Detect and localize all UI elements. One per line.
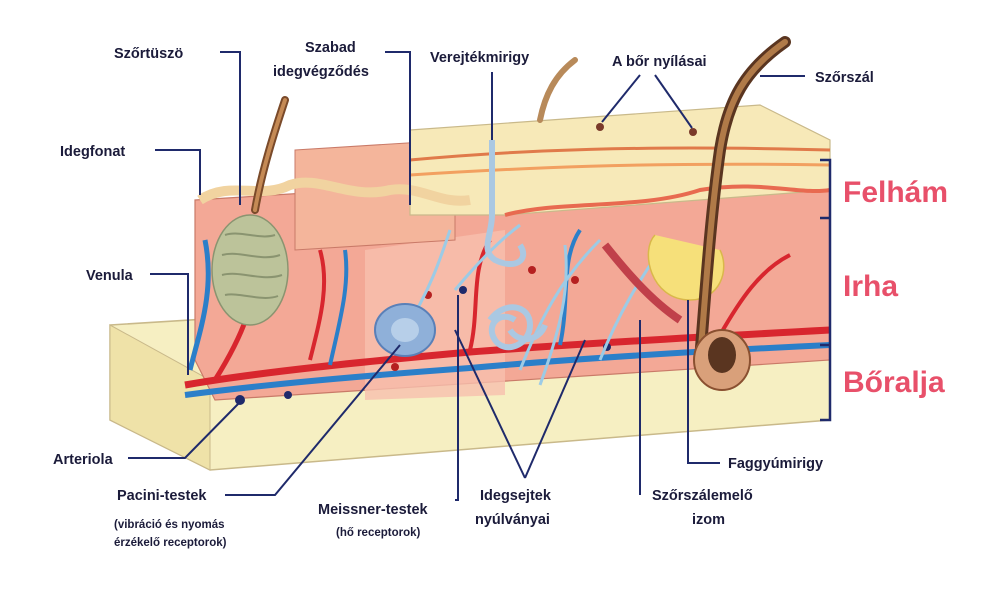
label-free-nerve-endings-2: idegvégződés: [273, 64, 369, 80]
label-pacini: Pacini-testek: [117, 488, 207, 504]
label-nerve-plexus: Idegfonat: [60, 144, 125, 160]
label-meissner-desc: (hő receptorok): [336, 527, 421, 539]
label-arrector-2: izom: [692, 512, 725, 528]
label-arrector-1: Szőrszálemelő: [652, 488, 753, 504]
layer-hypodermis: Bőralja: [843, 366, 945, 399]
label-neuron-processes-2: nyúlványai: [475, 512, 550, 528]
label-pacini-desc-1: (vibráció és nyomás: [114, 519, 225, 531]
layer-epidermis: Felhám: [843, 176, 948, 209]
label-meissner: Meissner-testek: [318, 502, 429, 518]
label-hair-follicle: Szőrtüszö: [114, 46, 183, 62]
pacini-corpuscle: [375, 304, 435, 356]
label-skin-pores: A bőr nyílásai: [612, 54, 707, 70]
layer-dermis: Irha: [843, 270, 898, 303]
label-sebaceous: Faggyúmirigy: [728, 456, 823, 472]
pore-1: [596, 123, 604, 131]
label-neuron-processes-1: Idegsejtek: [480, 488, 552, 504]
pore-2: [689, 128, 697, 136]
label-hair: Szőrszál: [815, 70, 874, 86]
label-free-nerve-endings-1: Szabad: [305, 40, 356, 56]
label-pacini-desc-2: érzékelő receptorok): [114, 537, 227, 549]
label-venule: Venula: [86, 268, 134, 284]
label-arteriole: Arteriola: [53, 452, 114, 468]
label-sweat-gland: Verejtékmirigy: [430, 50, 529, 66]
